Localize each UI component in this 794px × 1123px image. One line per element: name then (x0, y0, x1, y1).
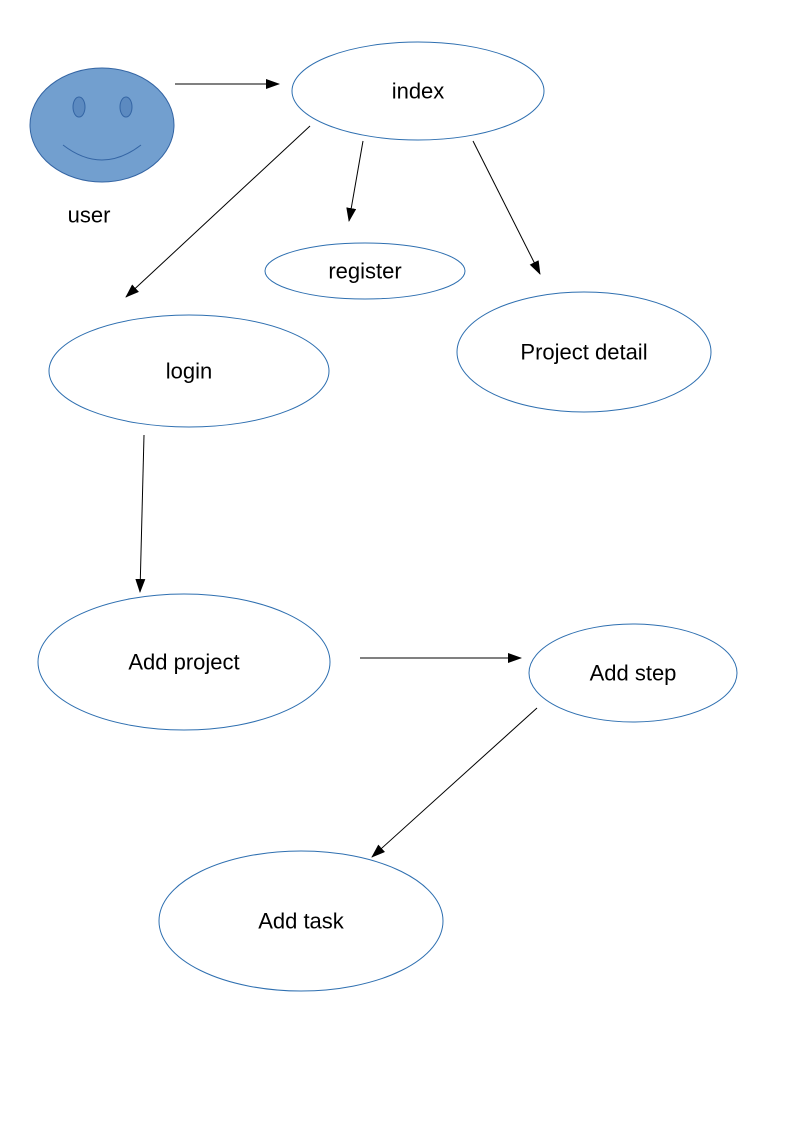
node-add-task: Add task (158, 850, 444, 992)
node-add-step-label: Add step (590, 661, 677, 686)
node-add-step: Add step (528, 623, 738, 723)
node-add-task-label: Add task (258, 909, 345, 934)
edge-login-to-add-project (135, 434, 146, 593)
node-register-label: register (328, 259, 401, 284)
node-add-project-label: Add project (128, 650, 239, 675)
edge-index-to-register (346, 140, 364, 222)
edge-add-step-to-add-task (371, 707, 538, 858)
smiley-face-icon (29, 67, 175, 183)
node-index: index (291, 41, 545, 141)
node-project-detail: Project detail (456, 291, 712, 413)
edge-index-to-project-detail (472, 140, 541, 275)
actor-label: user (68, 203, 111, 228)
node-add-project: Add project (37, 593, 331, 731)
edges (125, 79, 541, 858)
node-project-detail-label: Project detail (520, 340, 647, 365)
actor-user: user (29, 67, 175, 228)
node-index-label: index (392, 79, 445, 104)
node-register: register (264, 242, 466, 300)
node-login-label: login (166, 359, 212, 384)
edge-index-to-login (125, 125, 311, 298)
node-login: login (48, 314, 330, 428)
